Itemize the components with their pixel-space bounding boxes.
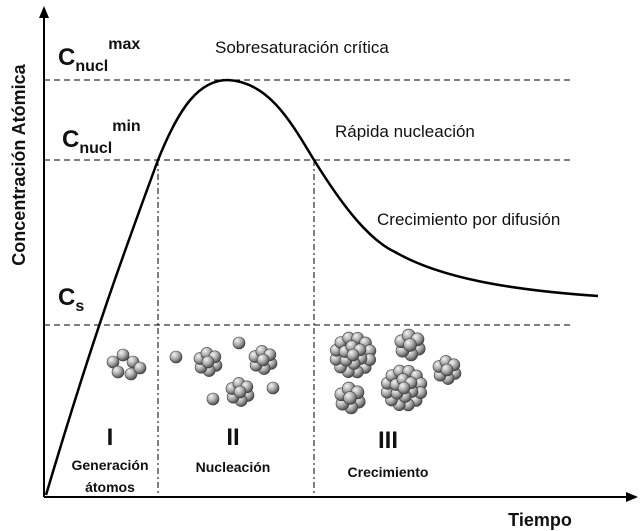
stage-3-label: Crecimiento bbox=[348, 464, 429, 480]
atom-sphere bbox=[206, 392, 220, 406]
cmax-label: Cnuclmax bbox=[58, 36, 140, 75]
stage-1-label-line1: Generación bbox=[71, 457, 148, 473]
stage-1-label-line2: átomos bbox=[85, 479, 135, 495]
nucleus-cluster bbox=[225, 377, 255, 407]
cmin-base: C bbox=[62, 126, 79, 153]
atom-sphere bbox=[124, 367, 138, 381]
grown-particle bbox=[334, 381, 366, 415]
cmin-sup: min bbox=[112, 118, 140, 135]
concentration-curve bbox=[44, 78, 599, 496]
cmin-label: Cnuclmin bbox=[62, 118, 141, 157]
atom-sphere bbox=[111, 365, 125, 379]
cs-base: C bbox=[58, 284, 75, 311]
nucleus-cluster bbox=[248, 345, 278, 375]
atom-sphere bbox=[403, 338, 417, 352]
x-axis-arrow-icon bbox=[626, 492, 638, 502]
cmax-sup: max bbox=[108, 36, 140, 53]
atom-sphere bbox=[106, 355, 120, 369]
atom-sphere bbox=[397, 381, 411, 395]
cs-label: Cs bbox=[58, 284, 84, 315]
atom-sphere bbox=[133, 361, 147, 375]
cmax-base: C bbox=[58, 44, 75, 71]
diffusion-annotation: Crecimiento por difusión bbox=[377, 210, 560, 229]
grown-particle bbox=[329, 331, 377, 379]
stage-1-numeral: I bbox=[107, 424, 114, 451]
nucleus-cluster bbox=[193, 347, 223, 377]
y-axis-arrow-icon bbox=[39, 6, 49, 18]
cs-sub: s bbox=[75, 298, 84, 315]
stage-2-label: Nucleación bbox=[196, 459, 271, 475]
rapid-annotation: Rápida nucleación bbox=[335, 122, 475, 141]
atom-sphere bbox=[233, 385, 247, 399]
atom-sphere bbox=[116, 348, 130, 362]
atom-sphere bbox=[232, 336, 246, 350]
particles-group bbox=[106, 328, 462, 415]
cmax-sub: nucl bbox=[75, 58, 108, 75]
atom-sphere bbox=[256, 353, 270, 367]
grown-particle bbox=[380, 364, 428, 412]
stage-2-numeral: II bbox=[226, 424, 239, 451]
atom-sphere bbox=[201, 355, 215, 369]
stage-3-numeral: III bbox=[378, 427, 398, 454]
atom-sphere bbox=[169, 350, 183, 364]
cmin-sub: nucl bbox=[79, 140, 112, 157]
grown-particle bbox=[394, 328, 426, 362]
atom-sphere bbox=[440, 363, 454, 377]
atom-sphere bbox=[346, 348, 360, 362]
x-axis-label: Tiempo bbox=[508, 510, 572, 530]
atom-sphere bbox=[343, 391, 357, 405]
atom-sphere bbox=[266, 381, 280, 395]
y-axis-label: Concentración Atómica bbox=[9, 63, 29, 265]
grown-particle bbox=[432, 355, 462, 385]
critical-annotation: Sobresaturación crítica bbox=[215, 38, 389, 57]
